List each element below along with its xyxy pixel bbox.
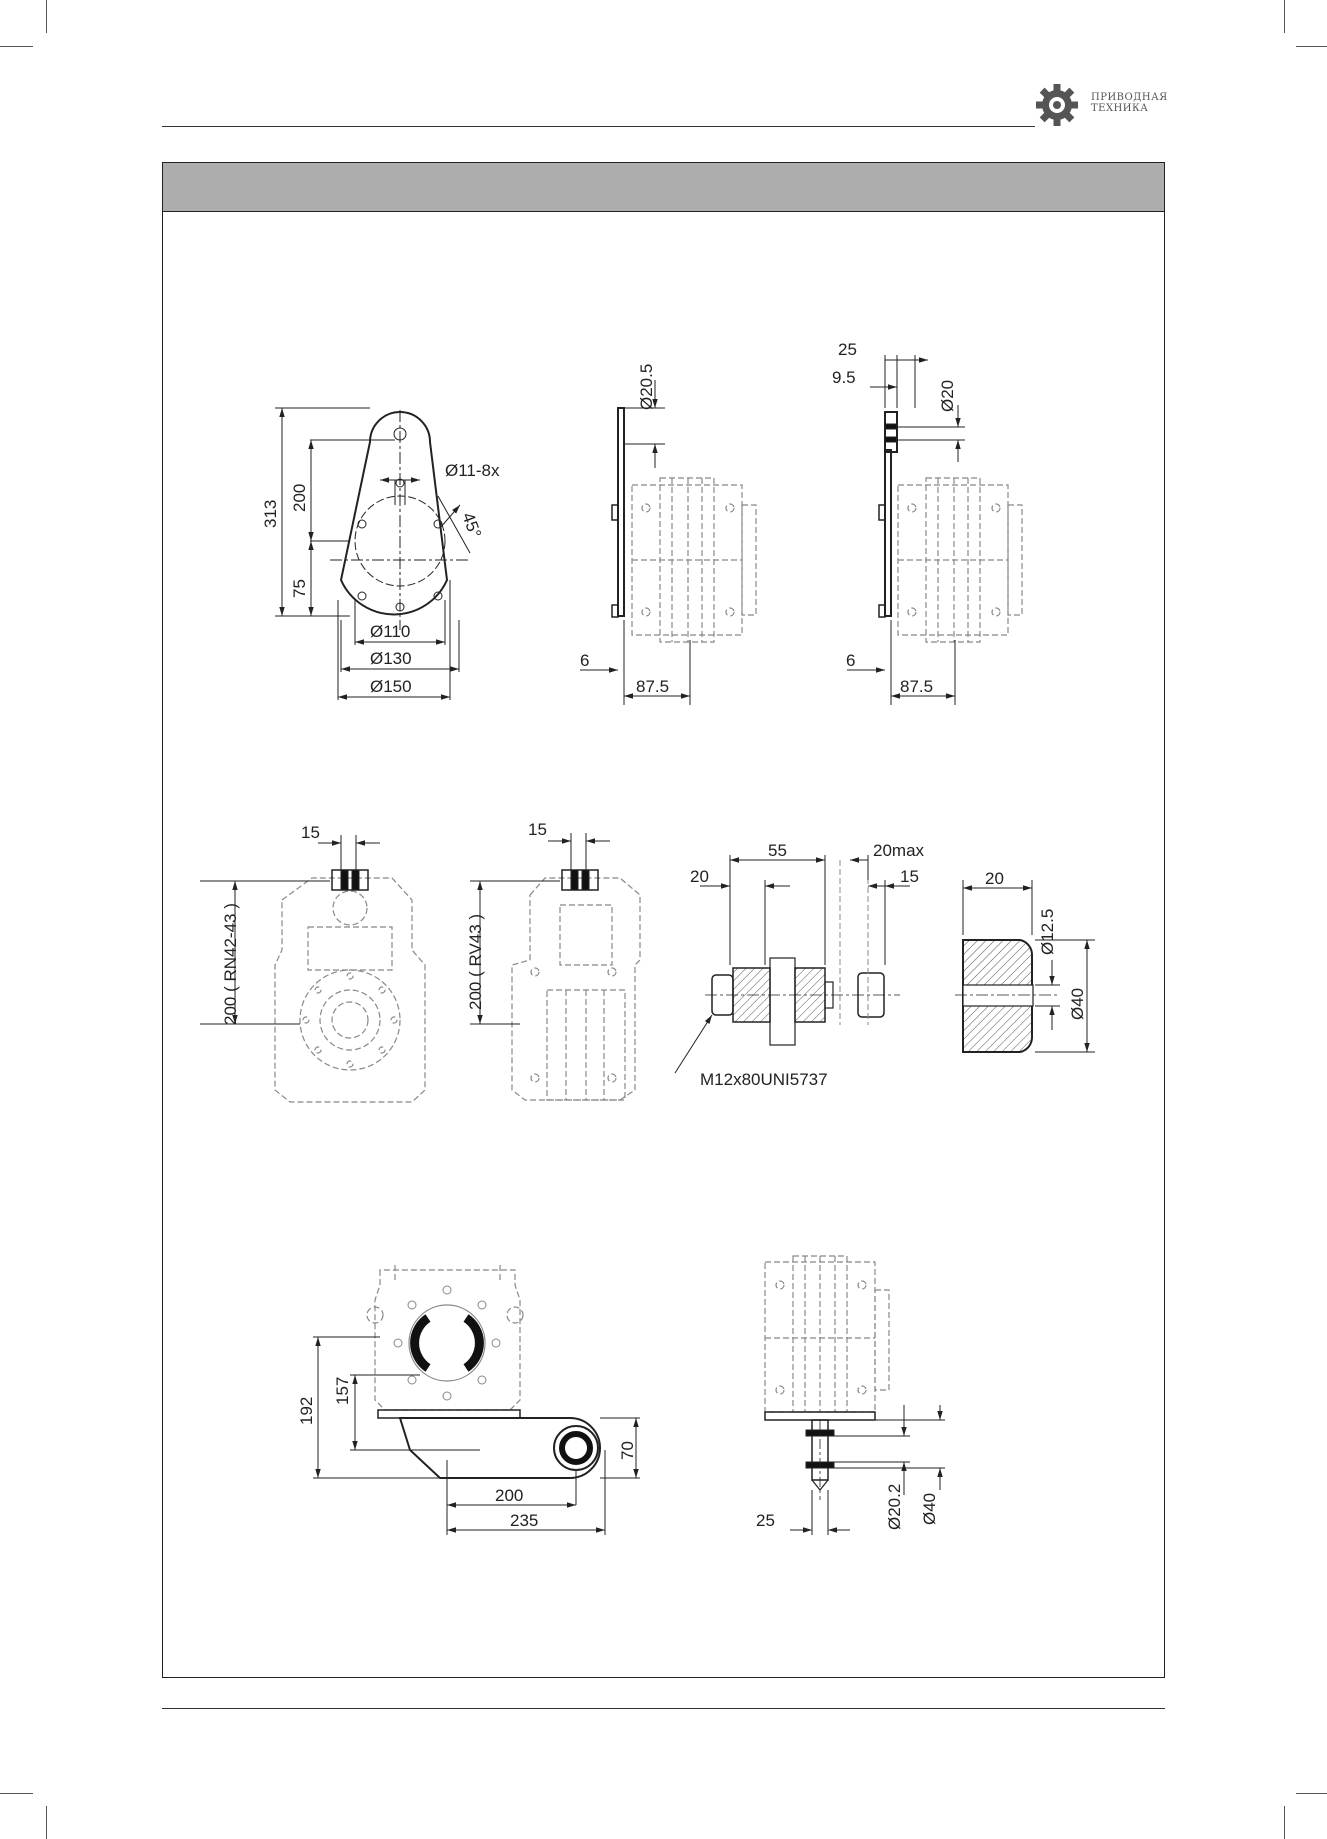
dim-front-rv-height: 200 ( RV43 )	[466, 914, 485, 1010]
brand-name: ПРИВОДНАЯ ТЕХНИКА	[1091, 92, 1168, 114]
dim-armside-d202: Ø20.2	[885, 1484, 904, 1530]
dim-bushing-d125: Ø12.5	[1038, 909, 1057, 955]
dim-flange-d130: Ø130	[370, 649, 412, 668]
gearbox-side-view-1	[580, 380, 757, 705]
bushing-section-view	[955, 880, 1095, 1053]
torque-arm-side-view	[764, 1255, 945, 1535]
dim-bushing-d40: Ø40	[1068, 988, 1087, 1020]
header-rule	[162, 126, 1035, 127]
dim-flange-200: 200	[290, 484, 309, 512]
bolt-spec-label: M12x80UNI5737	[700, 1070, 828, 1089]
brand-line-2: ТЕХНИКА	[1091, 103, 1149, 114]
dim-flange-height: 313	[261, 500, 280, 528]
crop-mark	[1284, 0, 1285, 33]
dim-arm-200: 200	[495, 1486, 523, 1505]
dim-arm-157: 157	[333, 1377, 352, 1405]
drawing-frame	[162, 162, 1165, 1678]
dim-flange-angle: 45°	[458, 510, 485, 541]
dim-flange-d110: Ø110	[370, 622, 410, 641]
dim-side1-t6: 6	[580, 651, 589, 670]
dim-flange-75: 75	[290, 579, 309, 598]
dim-armside-d40: Ø40	[920, 1493, 939, 1525]
dim-flange-hole: Ø11-8x	[445, 461, 500, 480]
torque-arm-view	[313, 1265, 640, 1535]
gearbox-side-view-2	[847, 355, 1023, 705]
dim-arm-70: 70	[618, 1441, 637, 1460]
dim-side2-875: 87.5	[900, 677, 933, 696]
dim-bolt-15: 15	[900, 867, 919, 886]
crop-mark	[0, 1793, 33, 1794]
gearbox-front-view-rn	[274, 877, 426, 1103]
dim-flange-d150: Ø150	[370, 677, 412, 696]
dim-front-rn-15: 15	[301, 823, 320, 842]
crop-mark	[1296, 1793, 1327, 1794]
crop-mark	[1284, 1806, 1285, 1839]
flange-plate-view	[275, 407, 471, 700]
dim-bolt-20: 20	[690, 867, 709, 886]
crop-mark	[46, 1806, 47, 1839]
dim-bolt-20max: 20max	[873, 841, 925, 860]
dim-arm-192: 192	[297, 1397, 316, 1425]
dim-front-rv-15: 15	[528, 820, 547, 839]
dim-arm-235: 235	[510, 1511, 538, 1530]
dim-side2-t6: 6	[846, 651, 855, 670]
dim-side1-d205: Ø20.5	[637, 364, 656, 410]
crop-mark	[1296, 46, 1327, 47]
crop-mark	[46, 0, 47, 33]
frame-header-bar	[163, 163, 1164, 212]
dim-front-rn-height: 200 ( RN42-43 )	[221, 903, 240, 1025]
crop-mark	[0, 46, 33, 47]
dim-bushing-20: 20	[985, 869, 1004, 888]
dim-armside-25: 25	[756, 1511, 775, 1530]
dim-side2-95: 9.5	[832, 368, 856, 387]
dim-side2-d20: Ø20	[938, 380, 957, 412]
dim-bolt-55: 55	[768, 841, 787, 860]
brand-line-1: ПРИВОДНАЯ	[1091, 92, 1168, 103]
footer-rule	[162, 1708, 1165, 1709]
bolt-assembly-view	[674, 855, 910, 1074]
gear-icon	[1036, 84, 1078, 126]
gearbox-front-view-rv	[511, 877, 641, 1101]
dim-side1-875: 87.5	[636, 677, 669, 696]
dim-side2-25: 25	[838, 340, 857, 359]
